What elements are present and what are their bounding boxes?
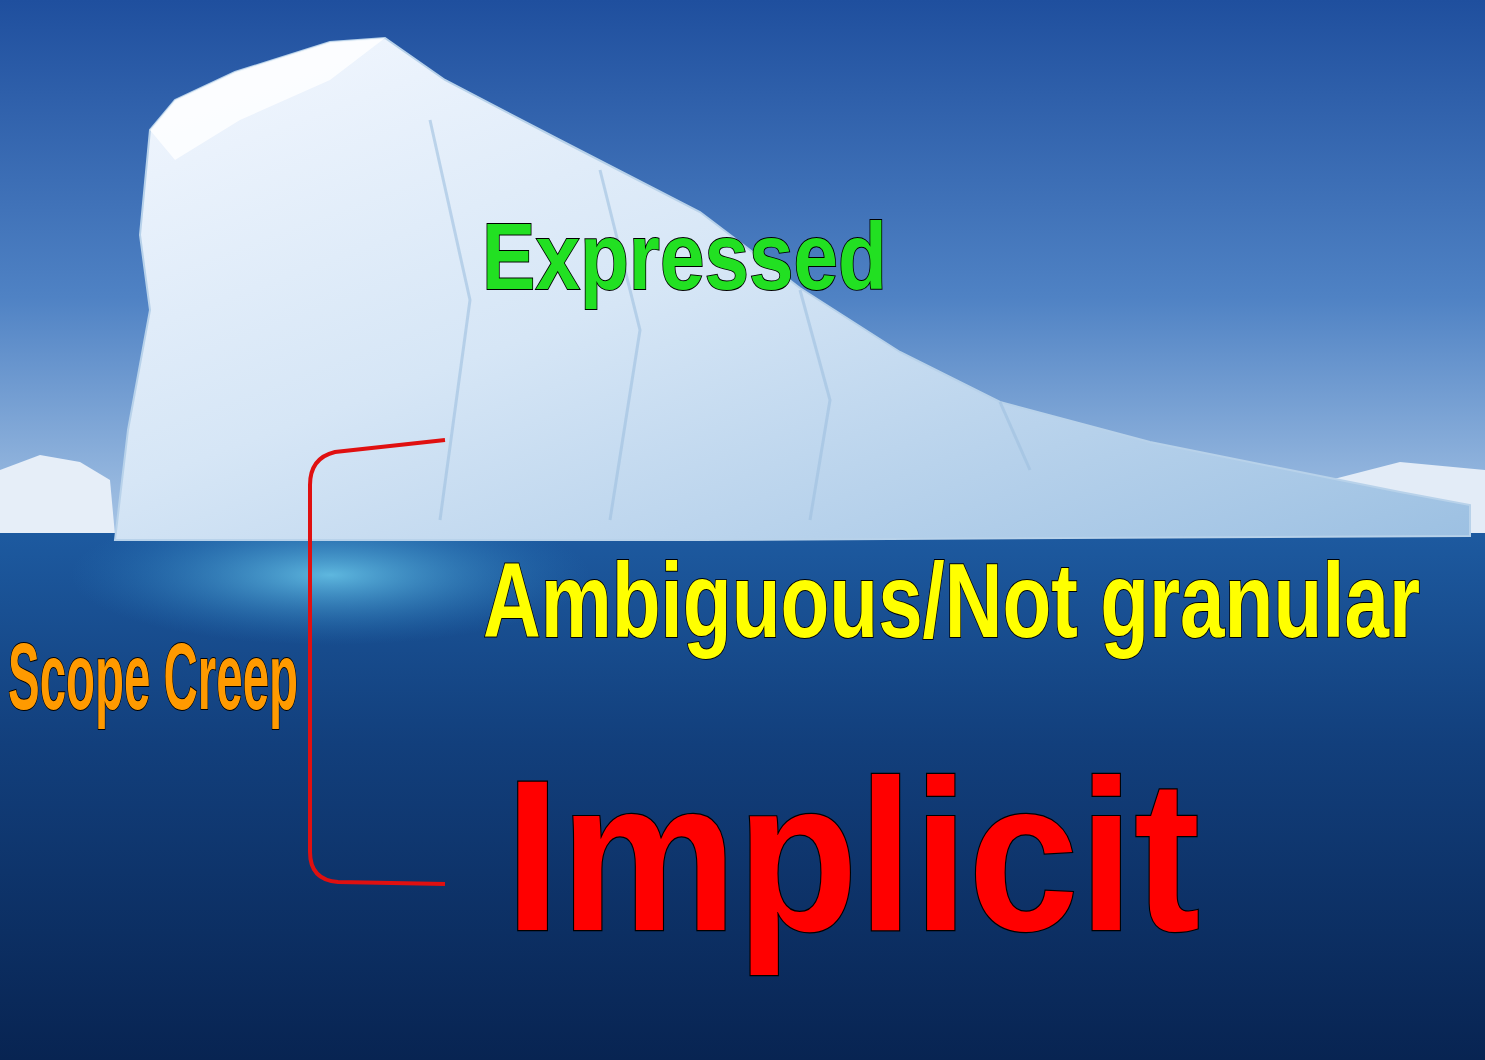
ice-crevasse — [430, 120, 1030, 520]
bracket — [310, 440, 445, 884]
level-label: Ambiguous/Not granular — [483, 548, 1420, 653]
iceberg — [115, 38, 1470, 540]
level-label: Expressed — [482, 208, 887, 303]
distant-snow — [0, 455, 115, 535]
level-label: Implicit — [505, 748, 1200, 963]
bracket-label: Scope Creep — [8, 628, 298, 723]
ice-highlight — [150, 38, 385, 160]
sky — [0, 0, 1485, 540]
